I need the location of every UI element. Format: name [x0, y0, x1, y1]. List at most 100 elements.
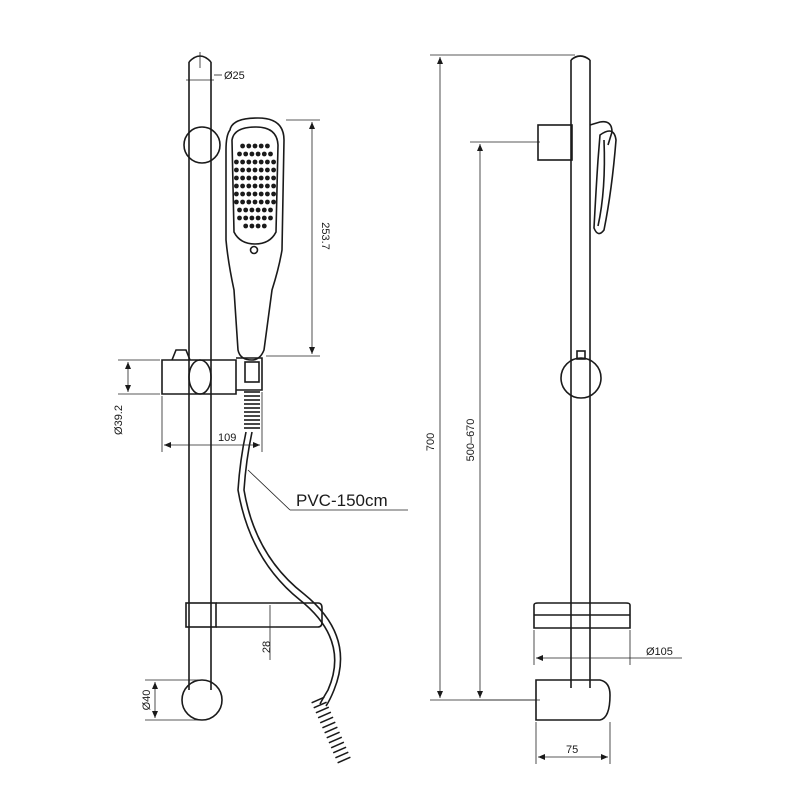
spring-coil — [337, 756, 351, 764]
dim-dish-width: Ø105 — [533, 630, 682, 665]
nozzle-dot — [255, 151, 261, 157]
nozzle-dot — [246, 167, 252, 173]
front-shower-head — [225, 117, 285, 361]
nozzle-dot — [234, 159, 239, 165]
spring-coil — [324, 726, 338, 734]
nozzle-dot — [255, 215, 261, 221]
spring-coil — [315, 706, 330, 714]
front-bottom-bracket — [181, 679, 223, 721]
nozzle-dot — [261, 151, 267, 157]
nozzle-dot — [240, 167, 246, 173]
nozzle-dot — [249, 207, 255, 213]
dim-wall-offset-label: 75 — [566, 744, 578, 756]
nozzle-dot — [258, 183, 264, 189]
dim-rail-diameter-label: Ø25 — [224, 70, 245, 82]
dim-total-height: 700 — [425, 54, 575, 701]
nozzle-dot — [252, 167, 258, 173]
dim-hose-label: PVC-150cm — [296, 491, 388, 510]
nozzle-dot — [240, 191, 246, 197]
nozzle-dot — [268, 207, 273, 213]
nozzle-dot — [234, 167, 239, 173]
spring-coil — [311, 696, 325, 704]
nozzle-dot — [246, 183, 252, 189]
nozzle-dot — [271, 167, 276, 173]
dim-soap-dish-height-label: 28 — [261, 641, 273, 653]
nozzle-dot — [234, 199, 239, 205]
dim-total-height-label: 700 — [425, 433, 437, 451]
nozzle-dot — [265, 167, 270, 173]
nozzle-dot — [246, 199, 252, 205]
dim-slider-depth: 109 — [161, 392, 263, 452]
nozzle-dot — [258, 143, 264, 149]
nozzle-dot — [237, 207, 242, 213]
nozzle-dot — [234, 191, 239, 197]
nozzle-dot — [268, 151, 273, 157]
nozzle-dot — [265, 199, 270, 205]
nozzle-dot — [237, 215, 242, 221]
side-middle-bracket — [560, 357, 602, 399]
spring-coil — [330, 741, 345, 749]
dim-hose: PVC-150cm — [247, 469, 408, 511]
nozzle-dot — [237, 151, 242, 157]
dim-dish-width-label: Ø105 — [646, 646, 673, 658]
nozzle-dot — [258, 199, 264, 205]
nozzle-dot — [265, 143, 270, 149]
nozzle-dot — [265, 191, 270, 197]
nozzle-dot — [265, 183, 270, 189]
nozzle-dot — [258, 167, 264, 173]
nozzle-dot — [246, 159, 252, 165]
nozzle-dot — [252, 175, 258, 181]
dim-rail-diameter: Ø25 — [214, 70, 245, 82]
nozzle-dot — [261, 207, 267, 213]
nozzle-dot — [271, 191, 276, 197]
nozzle-dot — [258, 175, 264, 181]
spring-coil — [313, 701, 327, 709]
nozzle-dot — [246, 175, 252, 181]
nozzle-dot — [240, 199, 246, 205]
nozzle-dot — [255, 223, 261, 229]
nozzle-dot — [252, 191, 258, 197]
nozzle-dot — [252, 199, 258, 205]
side-soap-dish — [533, 602, 631, 629]
nozzle-dot — [261, 223, 267, 229]
nozzle-dot — [246, 191, 252, 197]
dim-slider-depth-label: 109 — [218, 432, 236, 444]
spring-coil — [322, 721, 336, 729]
side-rail — [570, 55, 591, 688]
nozzle-dot — [252, 159, 258, 165]
nozzle-dot — [265, 175, 270, 181]
nozzle-dot — [243, 207, 249, 213]
side-bottom-bracket — [535, 679, 611, 721]
front-top-bracket — [183, 126, 221, 164]
nozzle-dot — [234, 183, 239, 189]
spring-coil — [326, 731, 340, 739]
dim-slider-diameter-label: Ø39.2 — [113, 405, 125, 435]
nozzle-dot — [252, 143, 258, 149]
spring-coil — [335, 751, 349, 759]
hose-spring-bottom — [311, 696, 351, 764]
spring-coil — [317, 711, 332, 719]
dim-head-length: 253.7 — [266, 119, 331, 357]
nozzle-dot — [271, 159, 276, 165]
nozzle-pattern — [234, 143, 276, 229]
nozzle-dot — [258, 191, 264, 197]
spring-coil — [328, 736, 343, 744]
nozzle-dot — [249, 215, 255, 221]
nozzle-dot — [240, 183, 246, 189]
nozzle-dot — [271, 183, 276, 189]
front-view: Ø25 253.7 Ø39.2 109 PVC-150cm — [113, 52, 408, 764]
spring-coil — [319, 716, 334, 724]
nozzle-dot — [240, 143, 246, 149]
nozzle-dot — [265, 159, 270, 165]
nozzle-dot — [246, 143, 252, 149]
nozzle-dot — [268, 215, 273, 221]
nozzle-dot — [243, 215, 249, 221]
nozzle-dot — [243, 151, 249, 157]
side-view: 700 500–670 Ø105 75 — [425, 54, 682, 764]
nozzle-dot — [255, 207, 261, 213]
side-head-holder — [537, 120, 617, 235]
hose-spring-top — [244, 391, 260, 429]
nozzle-dot — [249, 151, 255, 157]
front-slider — [161, 349, 263, 395]
